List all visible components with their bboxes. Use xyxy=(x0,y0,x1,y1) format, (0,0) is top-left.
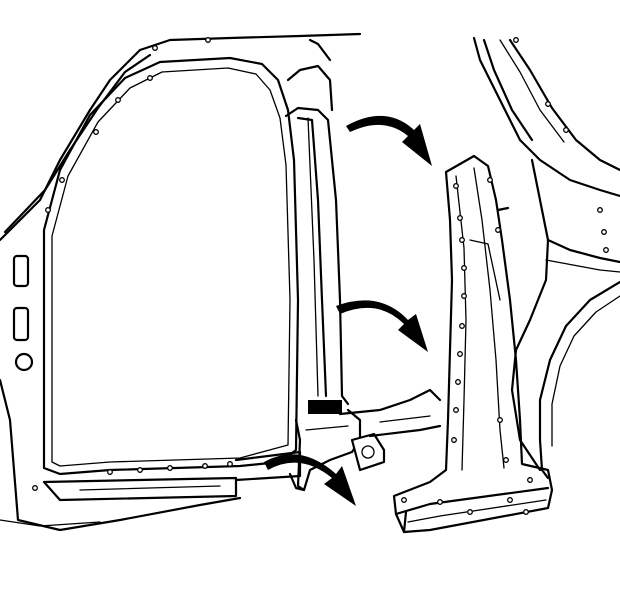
slot-upper xyxy=(12,254,30,288)
arrow-upper xyxy=(346,115,432,166)
slot-lower xyxy=(12,306,30,342)
pillar-bracket xyxy=(308,400,342,414)
flange-holes-left xyxy=(32,37,233,491)
flange-holes-part xyxy=(401,177,533,515)
body-side-panel xyxy=(0,32,362,532)
b-pillar-installed xyxy=(284,38,442,492)
arrow-middle xyxy=(336,300,428,352)
arrow-lower xyxy=(264,454,356,506)
round-hole xyxy=(14,352,34,372)
b-pillar-service-part xyxy=(392,154,554,534)
rear-quarter-panel xyxy=(472,36,620,480)
